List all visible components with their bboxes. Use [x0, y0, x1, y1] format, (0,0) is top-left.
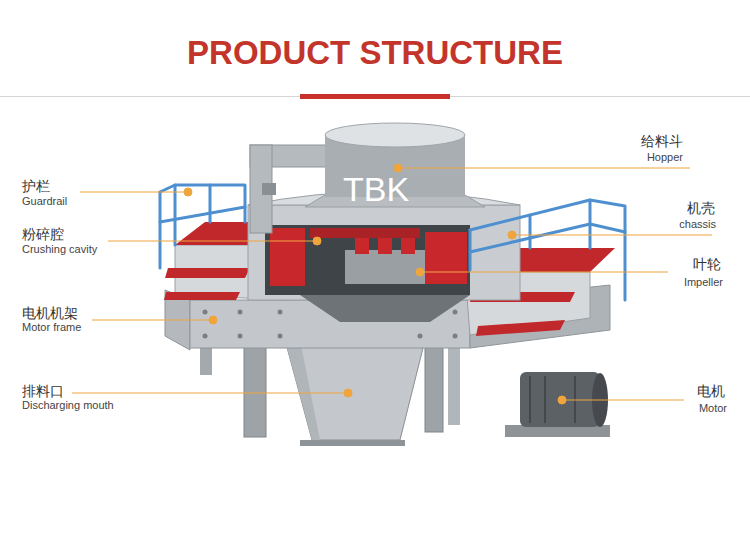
discharging-mouth-part [285, 340, 320, 440]
feed-chute [250, 145, 330, 233]
chassis [248, 192, 520, 323]
part-name-english: Impeller [684, 276, 723, 289]
platform-part [164, 292, 240, 300]
leader-line-part [108, 241, 317, 242]
part-name: 机壳 [687, 200, 715, 216]
discharging-mouth-part [285, 340, 425, 440]
title-rule [0, 94, 750, 99]
leader-line-part [512, 235, 712, 236]
guardrail-part [470, 200, 625, 300]
crusher-legs-part [244, 340, 266, 437]
part-name-english: Motor frame [22, 321, 81, 334]
leader-line-part [184, 188, 192, 196]
leader-line-part [562, 400, 684, 401]
leader-line-part [394, 164, 402, 172]
impeller-part [378, 238, 392, 254]
discharging-mouth-part [300, 440, 405, 446]
motor-part [529, 376, 531, 423]
guardrail-part [160, 207, 245, 222]
part-name-english: Motor [699, 402, 727, 415]
chassis-part [248, 205, 520, 300]
part-name: 电机 [697, 383, 725, 399]
leader-line-part [508, 231, 516, 239]
platform-part [165, 268, 250, 278]
crushing-cavity-part [265, 225, 470, 295]
part-name: 电机机架 [22, 305, 78, 321]
leader-line [72, 164, 712, 404]
crushing-cavity-part [310, 228, 420, 238]
leader-line-part [420, 272, 668, 273]
leader-line-part [72, 393, 348, 394]
page-title: PRODUCT STRUCTURE [0, 34, 750, 72]
part-name-english: Crushing cavity [22, 243, 97, 256]
crushing-cavity [265, 225, 470, 295]
leader-line-part [344, 389, 352, 397]
title-rule-part [300, 94, 450, 99]
hopper-part [325, 123, 465, 147]
watermark: TBK [343, 172, 409, 206]
leader-line-part [80, 192, 188, 193]
guardrail-part [160, 185, 245, 222]
platform-part [476, 320, 565, 336]
part-name-english: chassis [679, 218, 716, 231]
motor-frame-part [453, 310, 458, 315]
feed-chute-part [262, 183, 276, 195]
part-name: 粉碎腔 [22, 226, 64, 242]
leader-line-part [313, 237, 321, 245]
part-name-english: Discharging mouth [22, 399, 114, 412]
motor [505, 372, 610, 437]
leader-line-part [558, 396, 566, 404]
motor-frame-part [203, 334, 208, 339]
motor-frame-part [418, 334, 423, 339]
guardrail-part [209, 185, 212, 222]
guardrail-part [529, 215, 532, 248]
leader-line-part [416, 268, 424, 276]
leader-line-part [398, 168, 690, 169]
part-name: 叶轮 [693, 256, 721, 272]
guardrail-part [469, 230, 472, 270]
part-name-english: Hopper [647, 151, 683, 164]
motor-frame-part [238, 310, 243, 315]
part-name-english: Guardrail [22, 195, 67, 208]
chassis-part [300, 295, 470, 322]
motor-frame-part [238, 334, 243, 339]
crushing-cavity-part [270, 228, 305, 286]
leader-line-part [209, 316, 217, 324]
impeller-part [401, 238, 415, 254]
guardrail-part [159, 192, 162, 268]
crusher-legs-part [425, 340, 443, 432]
motor-frame-part [278, 310, 283, 315]
motor-frame-part [453, 334, 458, 339]
guardrail-part [174, 185, 177, 245]
motor-part [544, 376, 546, 423]
crushing-cavity-part [425, 232, 467, 284]
guardrail-part [470, 224, 625, 252]
part-name: 排料口 [22, 383, 64, 399]
motor-frame-part [278, 334, 283, 339]
impeller [345, 238, 425, 284]
impeller-part [355, 238, 369, 254]
hopper [305, 123, 485, 207]
motor-frame-part [203, 310, 208, 315]
platform [164, 222, 615, 336]
leader-line-part [92, 320, 213, 321]
part-name: 护栏 [22, 178, 50, 194]
part-name: 给料斗 [641, 133, 683, 149]
impeller-part [345, 250, 425, 284]
